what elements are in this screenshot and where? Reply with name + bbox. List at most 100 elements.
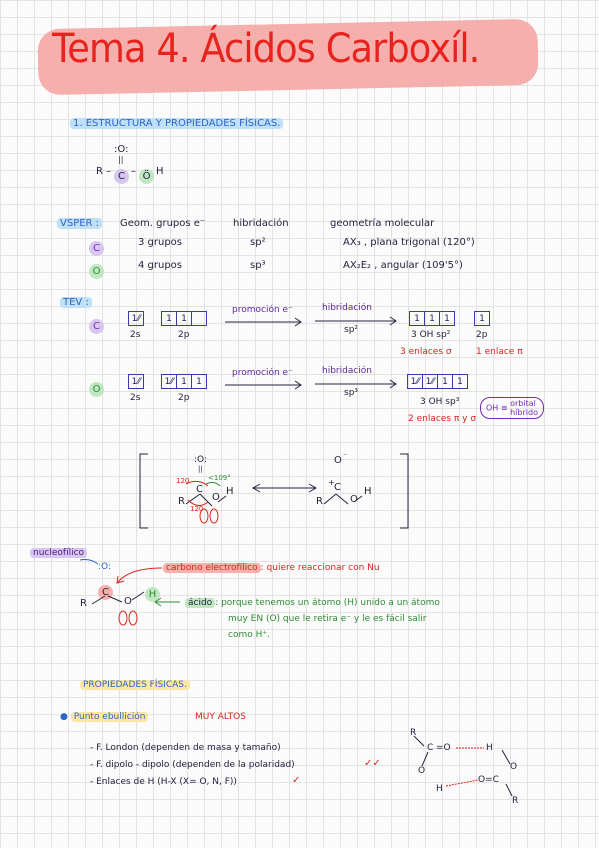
props-bullet: ● Punto ebullición — [60, 712, 149, 722]
vsper-header-groups: Geom. grupos e⁻ — [120, 218, 206, 229]
tev-c-pi: 1 enlace π — [476, 347, 523, 357]
orbital-box: 1 — [452, 374, 468, 389]
props-bullet-value: MUY ALTOS — [195, 712, 246, 722]
tev-o-p-label: 2p — [178, 393, 190, 403]
orbital-box: 1 — [409, 311, 425, 326]
dimer-h1: H — [486, 743, 493, 753]
check-hbond: ✓ — [292, 775, 301, 786]
dimer-o2: O — [510, 762, 518, 772]
orbital-box: 1 — [474, 311, 490, 326]
tev-c-hib: hibridación — [322, 303, 373, 313]
res-left-dbl: || — [198, 465, 203, 473]
dimer-h2: H — [436, 784, 443, 794]
structure-oxygen: Ö — [139, 164, 154, 184]
nucleo-label: nucleofílico — [30, 548, 88, 558]
res-left-angle-a: 120 — [176, 477, 190, 485]
react-oh: O — [124, 596, 132, 607]
tev-o-orbital-note: OH ≡ orbital híbrido — [480, 397, 544, 419]
tev-c-hib-sub: sp² — [344, 325, 359, 335]
res-left-o: :O: — [194, 455, 207, 465]
tev-c-hyb-label: 3 OH sp² — [411, 330, 451, 340]
orbital-box: 1 — [424, 311, 440, 326]
reactivity-bonds — [79, 559, 180, 626]
section-heading: 1. ESTRUCTURA Y PROPIEDADES FÍSICAS. — [70, 118, 284, 129]
dimer-o4: O=C — [478, 775, 499, 785]
props-item-dipolo: - F. dipolo - dipolo (dependen de la pol… — [90, 760, 295, 770]
page-title: Tema 4. Ácidos Carboxíl. — [52, 26, 480, 72]
props-item-hbond: - Enlaces de H (H-X (X= O, N, F)) — [90, 777, 237, 787]
orbital-box: 1 — [176, 374, 192, 389]
section-heading-text: 1. ESTRUCTURA Y PROPIEDADES FÍSICAS. — [70, 118, 284, 129]
tev-o-hyb-label: 3 OH sp³ — [420, 397, 460, 407]
tev-c-promo: promoción e⁻ — [232, 305, 293, 315]
acid-line-1: ácido: porque tenemos un átomo (H) unido… — [185, 598, 440, 608]
res-right-r: R — [316, 496, 323, 507]
vsper-row-o-hyb: sp³ — [250, 260, 266, 271]
orbital-box: 1 — [191, 374, 207, 389]
orbital-box: 1⁄⁄ — [128, 311, 144, 326]
dimer-r1: R — [410, 728, 417, 738]
props-heading: PROPIEDADES FÍSICAS. — [80, 680, 190, 690]
tev-o-s-boxes: 1⁄⁄ — [128, 374, 144, 389]
electro-line: carbono electrofílico: quiere reaccionar… — [163, 563, 380, 573]
acid-line-2: muy EN (O) que le retira e⁻ y le es fáci… — [228, 614, 427, 624]
vsper-row-o-groups: 4 grupos — [138, 260, 183, 271]
react-h: H — [145, 582, 160, 602]
vsper-row-c-geom: AX₃ , plana trigonal (120°) — [343, 237, 475, 248]
vsper-row-o-geom: AX₂E₂ , angular (109'5°) — [343, 260, 463, 271]
orbital-box: 1 — [439, 311, 455, 326]
tev-c-atom: C — [89, 314, 104, 334]
dimer-bonds — [413, 735, 513, 797]
tev-o-hib-arrow — [315, 379, 397, 389]
structure-top-o: :O: — [114, 144, 129, 155]
structure-carbon: C — [114, 164, 129, 184]
tev-o-bonds: 2 enlaces π y σ — [408, 414, 477, 424]
tev-c-s-boxes: 1⁄⁄ — [128, 311, 144, 326]
orbital-box: 1⁄⁄ — [128, 374, 144, 389]
orbital-box: 1⁄⁄ — [161, 374, 177, 389]
orbital-box — [191, 311, 207, 326]
tev-c-p-label: 2p — [178, 330, 190, 340]
tev-o-hib: hibridación — [322, 366, 373, 376]
structure-r: R — [96, 166, 103, 177]
orbital-box: 1 — [437, 374, 453, 389]
tev-o-s-label: 2s — [130, 393, 141, 403]
carbon-atom: C — [114, 169, 129, 184]
res-left-c: C — [196, 484, 203, 495]
structure-bond-2: – — [131, 166, 136, 177]
tev-c-p-boxes: 1 1 — [161, 311, 207, 326]
orbital-box: 1 — [161, 311, 177, 326]
res-right-oh: O — [350, 494, 358, 505]
react-o: :O: — [98, 562, 111, 572]
check-dipolo: ✓✓ — [364, 758, 381, 769]
tev-o-p-boxes: 1⁄⁄ 1 1 — [161, 374, 207, 389]
structure-h: H — [156, 166, 164, 177]
vsper-row-c-atom: C — [89, 236, 104, 256]
dimer-c1: C — [427, 743, 434, 753]
tev-o-hib-sub: sp³ — [344, 388, 359, 398]
res-right-plus: + — [328, 478, 335, 487]
res-right-c: C — [334, 482, 341, 493]
res-right-h: H — [364, 486, 372, 497]
tev-o-hyb-boxes: 1⁄⁄ 1⁄⁄ 1 1 — [407, 374, 468, 389]
res-left-angle-b: 120 — [190, 505, 204, 513]
res-left-h: H — [226, 486, 234, 497]
tev-label: TEV : — [60, 297, 92, 308]
orbital-box: 1⁄⁄ — [407, 374, 423, 389]
acid-line-3: como H⁺. — [228, 630, 270, 640]
tev-o-promo: promoción e⁻ — [232, 368, 293, 378]
dimer-o3: O — [418, 766, 426, 776]
props-item-london: - F. London (dependen de masa y tamaño) — [90, 743, 281, 753]
tev-o-promo-arrow — [225, 380, 302, 390]
orbital-box: 1⁄⁄ — [422, 374, 438, 389]
res-left-angle-109: <109° — [208, 474, 231, 482]
vsper-label: VSPER : — [57, 218, 103, 229]
tev-c-sigma: 3 enlaces σ — [400, 347, 452, 357]
oxygen-atom: Ö — [139, 169, 154, 184]
vsper-row-o-atom: O — [89, 259, 104, 279]
tev-c-hyb-boxes: 1 1 1 — [409, 311, 455, 326]
structure-double-bond: || — [118, 155, 124, 164]
tev-c-hib-arrow — [315, 316, 397, 326]
orbital-box: 1 — [176, 311, 192, 326]
tev-c-p2-label: 2p — [476, 330, 488, 340]
